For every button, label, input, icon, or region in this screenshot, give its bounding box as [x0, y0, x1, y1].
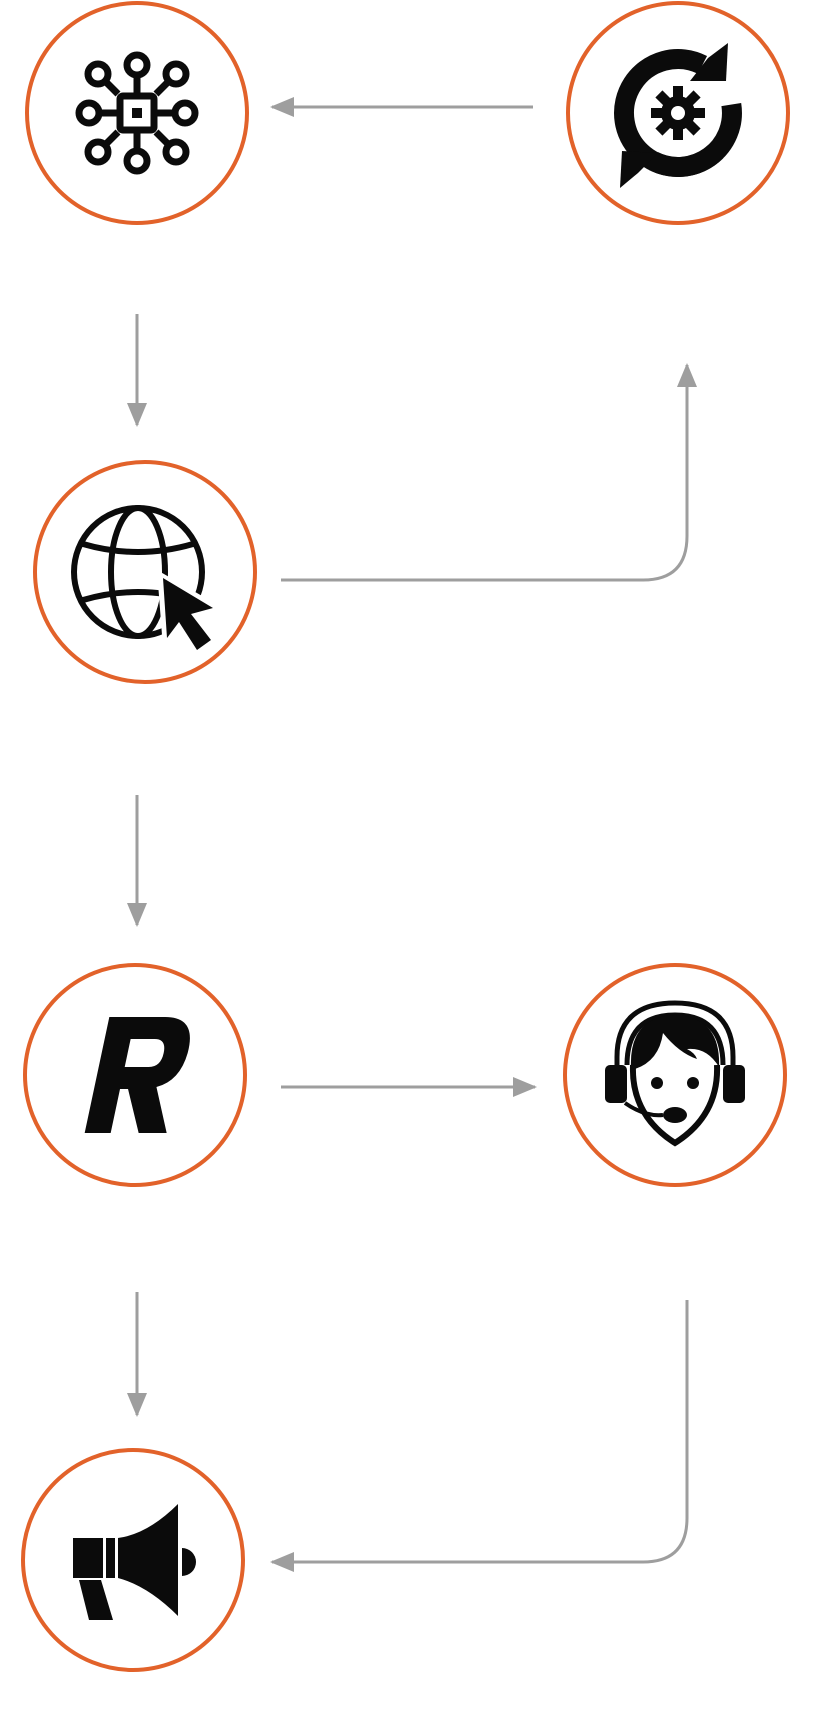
node-sync-settings: [566, 1, 790, 225]
megaphone-icon: [73, 1504, 196, 1620]
node-support: [563, 963, 787, 1187]
edge-web-to-sync: [281, 363, 697, 582]
network-hub-icon: [75, 51, 199, 175]
edge-support-to-announce: [270, 1300, 689, 1572]
node-web: [33, 460, 257, 684]
gear-sync-icon: [614, 43, 742, 188]
node-announce: [21, 1448, 245, 1672]
letter-r-logo-icon: [84, 1017, 190, 1133]
node-brand: [23, 963, 247, 1187]
globe-cursor-icon: [71, 505, 223, 656]
node-ring: [33, 460, 257, 684]
headset-agent-icon: [605, 1000, 745, 1147]
node-network: [25, 1, 249, 225]
edges: [127, 97, 697, 1572]
node-ring: [563, 963, 787, 1187]
